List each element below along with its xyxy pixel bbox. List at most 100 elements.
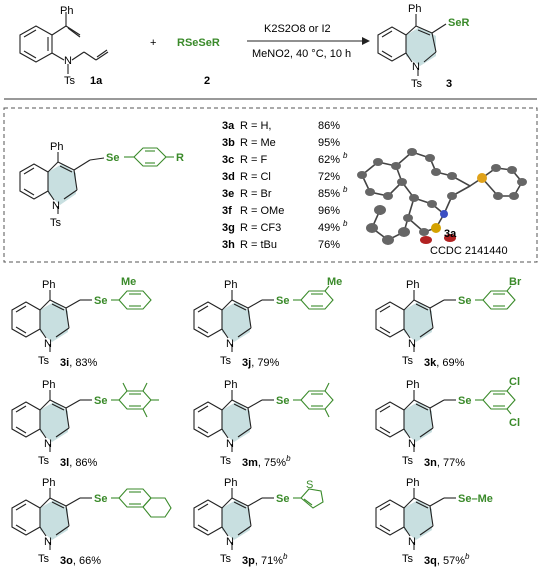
n-label: N (408, 438, 416, 450)
se-label: Se (276, 295, 289, 307)
row-substituent: R = H, (240, 120, 271, 132)
reactant-1a-label: 1a (90, 75, 103, 87)
ph-label: Ph (224, 279, 237, 291)
product-caption: 3o, 66% (60, 555, 101, 567)
se-label: Se (458, 295, 471, 307)
reaction-arrow (247, 37, 370, 45)
n-label: N (226, 536, 234, 548)
n-label: N (226, 438, 234, 450)
ts-label: Ts (220, 455, 232, 467)
ts-label: Ts (402, 553, 414, 565)
n-label: N (44, 438, 52, 450)
se-label: Se (276, 493, 289, 505)
product-id: 3l (60, 457, 69, 469)
row-substituent: R = Me (240, 137, 276, 149)
n-label: N (408, 338, 416, 350)
caption-separator: , (258, 457, 264, 469)
product-caption: 3n, 77% (424, 457, 465, 469)
product-id: 3k (424, 357, 437, 369)
scheme-ts-3: Ts (411, 78, 423, 90)
row-compound-id: 3f (222, 205, 232, 217)
product-yield: 83% (75, 357, 97, 369)
general-r: R (176, 152, 184, 164)
conditions-top: K2S2O8 or I2 (264, 23, 331, 35)
row-footnote: b (343, 219, 348, 228)
product-caption: 3m, 75%b (242, 454, 291, 469)
se-label: Se (276, 395, 289, 407)
ph-label: Ph (42, 379, 55, 391)
product-footnote: b (283, 552, 288, 561)
row-substituent: R = Br (240, 188, 272, 200)
caption-separator: , (436, 357, 442, 369)
row-footnote: b (343, 151, 348, 160)
ts-label: Ts (220, 553, 232, 565)
se-label: Se (458, 395, 471, 407)
product-footnote: b (286, 454, 291, 463)
row-yield: 85% (318, 188, 340, 200)
row-substituent: R = Cl (240, 171, 271, 183)
row-compound-id: 3b (222, 137, 235, 149)
crystal-structure-image (357, 148, 527, 245)
table-row: 3b R = Me 95% (222, 137, 340, 149)
caption-separator: , (69, 357, 75, 369)
ts-label: Ts (402, 455, 414, 467)
scope-table-box (3, 107, 538, 263)
ring-substituent: Br (509, 276, 522, 288)
plus-sign: + (150, 37, 156, 49)
product-3 (377, 14, 447, 76)
product-caption: 3k, 69% (424, 357, 465, 369)
caption-separator: , (437, 555, 443, 567)
product-footnote: b (465, 552, 470, 561)
row-yield: 72% (318, 171, 340, 183)
general-ph: Ph (50, 141, 63, 153)
product-id: 3m (242, 457, 258, 469)
product-caption: 3l, 86% (60, 457, 98, 469)
row-yield: 95% (318, 137, 340, 149)
ts-label: Ts (38, 455, 50, 467)
n-label: N (408, 536, 416, 548)
caption-separator: , (437, 457, 443, 469)
conditions-bottom: MeNO2, 40 °C, 10 h (252, 48, 351, 60)
ccdc-number: CCDC 2141440 (430, 245, 508, 257)
n-label: N (226, 338, 234, 350)
caption-separator: , (73, 555, 79, 567)
ph-label: Ph (224, 477, 237, 489)
ph-label: Ph (406, 379, 419, 391)
row-footnote: b (343, 185, 348, 194)
ph-label: Ph (42, 279, 55, 291)
reactant-1a (19, 12, 109, 74)
scheme-ts-1a: Ts (64, 75, 76, 87)
row-substituent: R = F (240, 154, 267, 166)
scheme-n-1a: N (64, 55, 72, 67)
row-yield: 86% (318, 120, 340, 132)
product-yield: 79% (257, 357, 279, 369)
row-yield: 76% (318, 239, 340, 251)
ts-label: Ts (402, 355, 414, 367)
product-id: 3p (242, 555, 255, 567)
table-row: 3d R = Cl 72% (222, 171, 340, 183)
product-3-label: 3 (446, 78, 452, 90)
ring-substituent: Cl (509, 376, 520, 388)
row-compound-id: 3d (222, 171, 235, 183)
product-yield: 75% (264, 457, 286, 469)
general-se: Se (106, 152, 119, 164)
product-id: 3i (60, 357, 69, 369)
general-ts: Ts (50, 217, 62, 229)
ts-label: Ts (220, 355, 232, 367)
